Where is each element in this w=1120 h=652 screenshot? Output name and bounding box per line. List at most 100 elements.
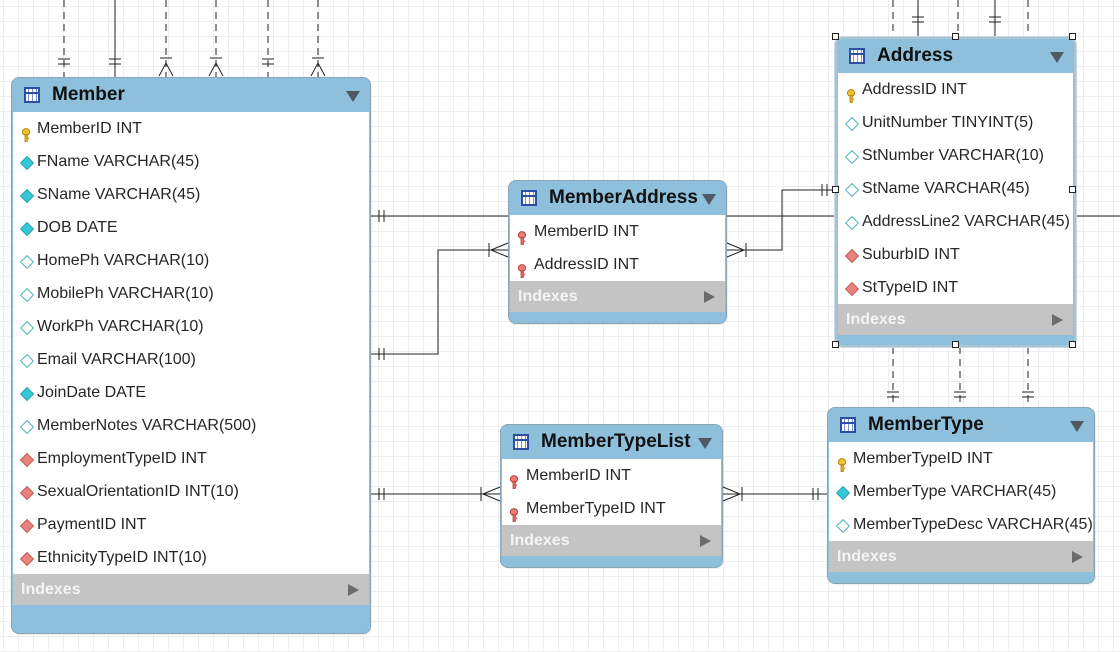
column-row[interactable]: MemberTypeID INT	[829, 442, 1093, 475]
column-label: SexualOrientationID INT(10)	[37, 483, 239, 500]
column-label: MemberID INT	[526, 467, 631, 484]
indexes-section[interactable]: Indexes	[838, 304, 1073, 335]
column-row[interactable]: EmploymentTypeID INT	[13, 442, 369, 475]
column-row[interactable]: PaymentID INT	[13, 508, 369, 541]
entity-title: MemberAddress	[549, 187, 698, 208]
resize-handle-right[interactable]	[1069, 186, 1076, 193]
resize-handle-left[interactable]	[832, 186, 839, 193]
column-label: StName VARCHAR(45)	[862, 180, 1030, 197]
resize-handle-bottom[interactable]	[952, 341, 959, 348]
nullable-column-icon	[19, 353, 35, 369]
column-row[interactable]: StName VARCHAR(45)	[838, 172, 1073, 205]
entity-memberaddress-header[interactable]: MemberAddress	[509, 181, 726, 215]
indexes-section[interactable]: Indexes	[13, 574, 369, 605]
column-row[interactable]: UnitNumber TINYINT(5)	[838, 106, 1073, 139]
column-label: UnitNumber TINYINT(5)	[862, 114, 1034, 131]
expand-arrow-icon[interactable]	[1052, 314, 1063, 326]
column-label: AddressID INT	[534, 256, 639, 273]
collapse-arrow-icon[interactable]	[1070, 421, 1084, 432]
column-row[interactable]: MemberID INT	[502, 459, 721, 492]
column-label: MobilePh VARCHAR(10)	[37, 285, 214, 302]
entity-title: MemberType	[868, 414, 984, 435]
entity-membertypelist-header[interactable]: MemberTypeList	[501, 425, 722, 459]
indexes-section[interactable]: Indexes	[502, 525, 721, 556]
table-icon	[24, 87, 40, 103]
column-row[interactable]: AddressLine2 VARCHAR(45)	[838, 205, 1073, 238]
column-row[interactable]: WorkPh VARCHAR(10)	[13, 310, 369, 343]
collapse-arrow-icon[interactable]	[702, 194, 716, 205]
table-icon	[840, 417, 856, 433]
nullable-column-icon	[19, 320, 35, 336]
column-row[interactable]: MemberNotes VARCHAR(500)	[13, 409, 369, 442]
not-null-column-icon	[19, 386, 35, 402]
entity-title: Address	[877, 45, 954, 66]
entity-address-header[interactable]: Address	[837, 39, 1074, 73]
resize-handle-top-right[interactable]	[1069, 33, 1076, 40]
expand-arrow-icon[interactable]	[348, 584, 359, 596]
primary-key-icon	[837, 451, 851, 472]
nullable-column-icon	[844, 149, 860, 165]
resize-handle-bottom-left[interactable]	[832, 341, 839, 348]
foreign-key-column-icon	[19, 485, 35, 501]
indexes-section[interactable]: Indexes	[510, 281, 725, 312]
collapse-arrow-icon[interactable]	[346, 91, 360, 102]
column-row[interactable]: MemberTypeDesc VARCHAR(45)	[829, 508, 1093, 541]
resize-handle-top[interactable]	[952, 33, 959, 40]
entity-membertype[interactable]: MemberType MemberTypeID INT MemberType VA…	[827, 407, 1095, 584]
column-row[interactable]: HomePh VARCHAR(10)	[13, 244, 369, 277]
column-row[interactable]: SexualOrientationID INT(10)	[13, 475, 369, 508]
not-null-column-icon	[19, 188, 35, 204]
column-list: MemberID INT MemberTypeID INT	[502, 459, 721, 525]
column-label: WorkPh VARCHAR(10)	[37, 318, 204, 335]
resize-handle-bottom-right[interactable]	[1069, 341, 1076, 348]
entity-title: MemberTypeList	[541, 431, 691, 452]
entity-membertype-header[interactable]: MemberType	[828, 408, 1094, 442]
column-row[interactable]: MobilePh VARCHAR(10)	[13, 277, 369, 310]
collapse-arrow-icon[interactable]	[698, 438, 712, 449]
column-row[interactable]: DOB DATE	[13, 211, 369, 244]
nullable-column-icon	[844, 215, 860, 231]
column-row[interactable]: MemberID INT	[13, 112, 369, 145]
column-row[interactable]: SName VARCHAR(45)	[13, 178, 369, 211]
column-row[interactable]: MemberTypeID INT	[502, 492, 721, 525]
column-row[interactable]: EthnicityTypeID INT(10)	[13, 541, 369, 574]
column-label: MemberID INT	[534, 223, 639, 240]
nullable-column-icon	[844, 182, 860, 198]
indexes-section[interactable]: Indexes	[829, 541, 1093, 572]
indexes-label: Indexes	[846, 311, 906, 328]
primary-foreign-key-icon	[517, 224, 531, 245]
nullable-column-icon	[19, 287, 35, 303]
entity-membertypelist[interactable]: MemberTypeList MemberID INT MemberTypeID …	[500, 424, 723, 568]
column-label: PaymentID INT	[37, 516, 147, 533]
expand-arrow-icon[interactable]	[1072, 551, 1083, 563]
column-row[interactable]: MemberID INT	[510, 215, 725, 248]
column-label: MemberTypeID INT	[526, 500, 666, 517]
primary-key-icon	[846, 82, 860, 103]
collapse-arrow-icon[interactable]	[1050, 52, 1064, 63]
column-row[interactable]: JoinDate DATE	[13, 376, 369, 409]
nullable-column-icon	[835, 518, 851, 534]
column-row[interactable]: Email VARCHAR(100)	[13, 343, 369, 376]
expand-arrow-icon[interactable]	[700, 535, 711, 547]
entity-member-header[interactable]: Member	[12, 78, 370, 112]
table-icon	[521, 190, 537, 206]
column-row[interactable]: StNumber VARCHAR(10)	[838, 139, 1073, 172]
column-row[interactable]: AddressID INT	[838, 73, 1073, 106]
foreign-key-column-icon	[844, 248, 860, 264]
resize-handle-top-left[interactable]	[832, 33, 839, 40]
table-icon	[513, 434, 529, 450]
column-row[interactable]: AddressID INT	[510, 248, 725, 281]
column-label: SuburbID INT	[862, 246, 960, 263]
indexes-label: Indexes	[510, 532, 570, 549]
column-row[interactable]: FName VARCHAR(45)	[13, 145, 369, 178]
expand-arrow-icon[interactable]	[704, 291, 715, 303]
column-row[interactable]: SuburbID INT	[838, 238, 1073, 271]
column-label: MemberType VARCHAR(45)	[853, 483, 1057, 500]
entity-address[interactable]: Address AddressID INT UnitNumber TINYINT(…	[835, 37, 1076, 347]
column-row[interactable]: StTypeID INT	[838, 271, 1073, 304]
column-row[interactable]: MemberType VARCHAR(45)	[829, 475, 1093, 508]
